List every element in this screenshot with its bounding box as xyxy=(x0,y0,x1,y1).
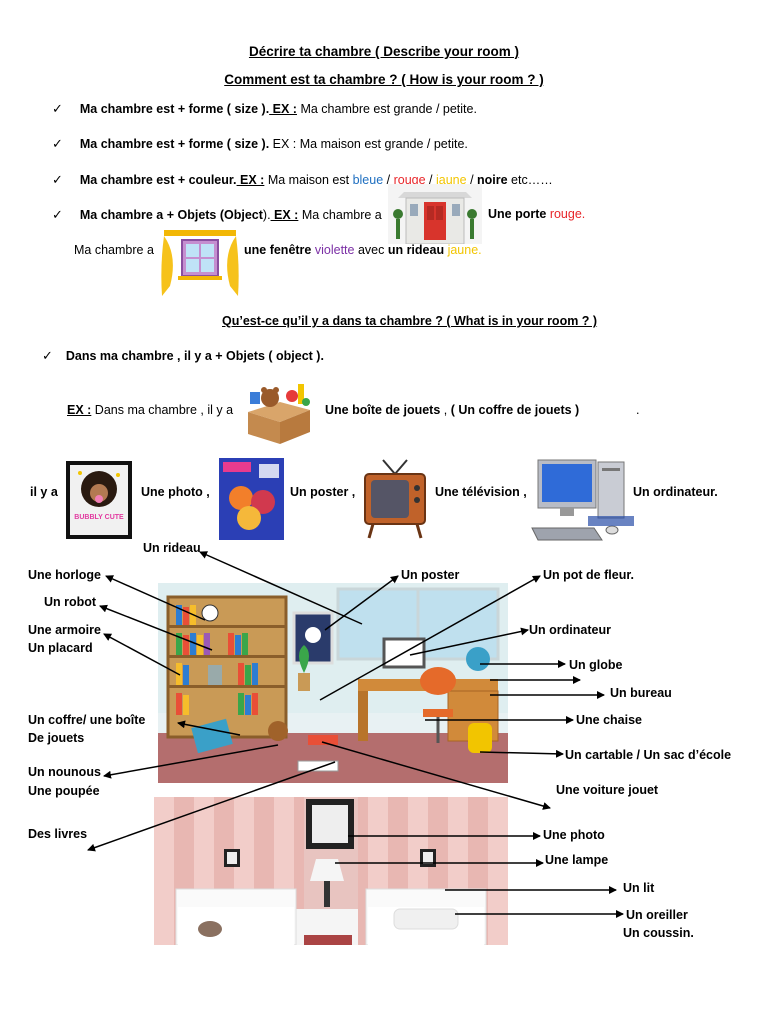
bullet-text: Ma chambre a xyxy=(298,208,382,222)
door-caption: Une porte rouge. xyxy=(488,207,585,221)
label-rideau: Un rideau xyxy=(143,541,201,555)
label-bureau: Un bureau xyxy=(610,686,672,700)
bullet-text: Ma maison est xyxy=(264,173,353,187)
page-title: Décrire ta chambre ( Describe your room … xyxy=(248,44,520,59)
label-globe: Un globe xyxy=(569,658,623,672)
label-coffre-2: De jouets xyxy=(28,731,85,745)
color-word-violet: violette xyxy=(314,243,355,257)
bullet-bold: Ma chambre a + Objets (Object xyxy=(79,208,263,222)
door-label: Une porte xyxy=(488,207,550,221)
bullet-close: ). xyxy=(262,208,271,222)
window-label: une fenêtre xyxy=(244,243,315,257)
label-pot: Un pot de fleur. xyxy=(543,568,634,582)
photo-image-text: BUBBLY CUTE xyxy=(74,514,124,521)
label-voiture: Une voiture jouet xyxy=(556,783,659,797)
toybox-sentence: EX : Dans ma chambre , il y a xyxy=(67,403,233,417)
ex-label: EX : xyxy=(270,208,299,222)
window-image xyxy=(160,226,240,298)
photo-image: BUBBLY CUTE xyxy=(66,461,132,539)
curtain-label: un rideau xyxy=(387,243,448,257)
separator: / xyxy=(425,173,436,187)
toychest-label: ( Un coffre de jouets ) xyxy=(450,403,580,417)
toybox-caption: Une boîte de jouets , ( Un coffre de jou… xyxy=(325,403,579,417)
color-word-yellow: jaune xyxy=(436,173,467,187)
label-coussin: Un coussin. xyxy=(623,926,694,940)
label-cartable: Un cartable / Un sac d’école xyxy=(565,748,732,762)
label-lit: Un lit xyxy=(623,881,655,895)
bullet-size-2: ✓ Ma chambre est + forme ( size ). EX : … xyxy=(52,136,468,152)
window-sentence-pre: Ma chambre a xyxy=(74,243,154,257)
bedroom-photo xyxy=(154,797,508,945)
row-television: Une télévision , xyxy=(435,485,527,499)
label-oreiller: Un oreiller xyxy=(626,908,688,922)
label-photo: Une photo xyxy=(543,828,605,842)
row-ilya: il y a xyxy=(30,485,58,499)
color-word-red: rouge xyxy=(393,173,426,187)
ex-label: EX : xyxy=(269,102,297,116)
bullet-objects-2: ✓ Dans ma chambre , il y a + Objets ( ob… xyxy=(42,348,324,364)
red-door-image xyxy=(388,184,482,244)
row-computer: Un ordinateur. xyxy=(633,485,718,499)
window-sentence-post: une fenêtre violette avec un rideau jaun… xyxy=(244,243,482,257)
bullet-text: EX : Ma maison est grande / petite. xyxy=(269,137,468,151)
toybox-dot: . xyxy=(636,403,640,417)
checkmark-icon: ✓ xyxy=(42,348,53,363)
bullet-bold: Dans ma chambre , il y a + Objets ( obje… xyxy=(65,349,324,363)
computer-image xyxy=(528,456,636,546)
toybox-label: Une boîte de jouets xyxy=(325,403,441,417)
row-photo: Une photo , xyxy=(141,485,210,499)
television-image xyxy=(363,458,427,540)
separator: / xyxy=(383,173,394,187)
checkmark-icon: ✓ xyxy=(52,101,63,116)
label-poster: Un poster xyxy=(401,568,460,582)
label-horloge: Une horloge xyxy=(28,568,101,582)
section-title-how: Comment est ta chambre ? ( How is your r… xyxy=(224,72,544,87)
label-nounours: Un nounous xyxy=(28,765,101,779)
bullet-tail: etc…… xyxy=(507,173,553,187)
label-livres: Des livres xyxy=(28,827,88,841)
label-placard: Un placard xyxy=(28,641,93,655)
bullet-bold: Ma chambre est + forme ( size ). xyxy=(79,137,270,151)
label-robot: Un robot xyxy=(44,595,97,609)
bullet-bold: Ma chambre est + couleur. xyxy=(79,173,237,187)
ex-text: Dans ma chambre , il y a xyxy=(91,403,234,417)
bullet-bold: Ma chambre est + forme ( size ). xyxy=(79,102,270,116)
label-lampe: Une lampe xyxy=(545,853,609,867)
toybox-image xyxy=(240,378,318,446)
label-armoire: Une armoire xyxy=(28,623,101,637)
label-poupee: Une poupée xyxy=(28,784,100,798)
separator: / xyxy=(466,173,478,187)
ex-label: EX : xyxy=(236,173,265,187)
row-poster: Un poster , xyxy=(290,485,356,499)
bedroom-illustration xyxy=(158,583,508,783)
separator: , xyxy=(440,403,451,417)
poster-image xyxy=(219,458,284,540)
checkmark-icon: ✓ xyxy=(52,172,63,187)
connector-text: avec xyxy=(354,243,388,257)
color-word-red: rouge. xyxy=(549,207,586,221)
bullet-text: Ma chambre est grande / petite. xyxy=(296,102,477,116)
label-chaise: Une chaise xyxy=(576,713,643,727)
color-word-black: noire xyxy=(477,173,508,187)
bullet-objects: ✓ Ma chambre a + Objets (Object). EX : M… xyxy=(52,207,382,223)
bullet-color: ✓ Ma chambre est + couleur. EX : Ma mais… xyxy=(52,172,553,188)
checkmark-icon: ✓ xyxy=(52,207,63,222)
bullet-size-1: ✓ Ma chambre est + forme ( size ). EX : … xyxy=(52,101,477,117)
section-title-what: Qu’est-ce qu’il y a dans ta chambre ? ( … xyxy=(222,314,598,328)
label-coffre: Un coffre/ une boîte xyxy=(28,713,146,727)
color-word-blue: bleue xyxy=(352,173,384,187)
label-ordinateur: Un ordinateur xyxy=(529,623,611,637)
checkmark-icon: ✓ xyxy=(52,136,63,151)
ex-label: EX : xyxy=(67,403,92,417)
color-word-yellow: jaune. xyxy=(447,243,482,257)
